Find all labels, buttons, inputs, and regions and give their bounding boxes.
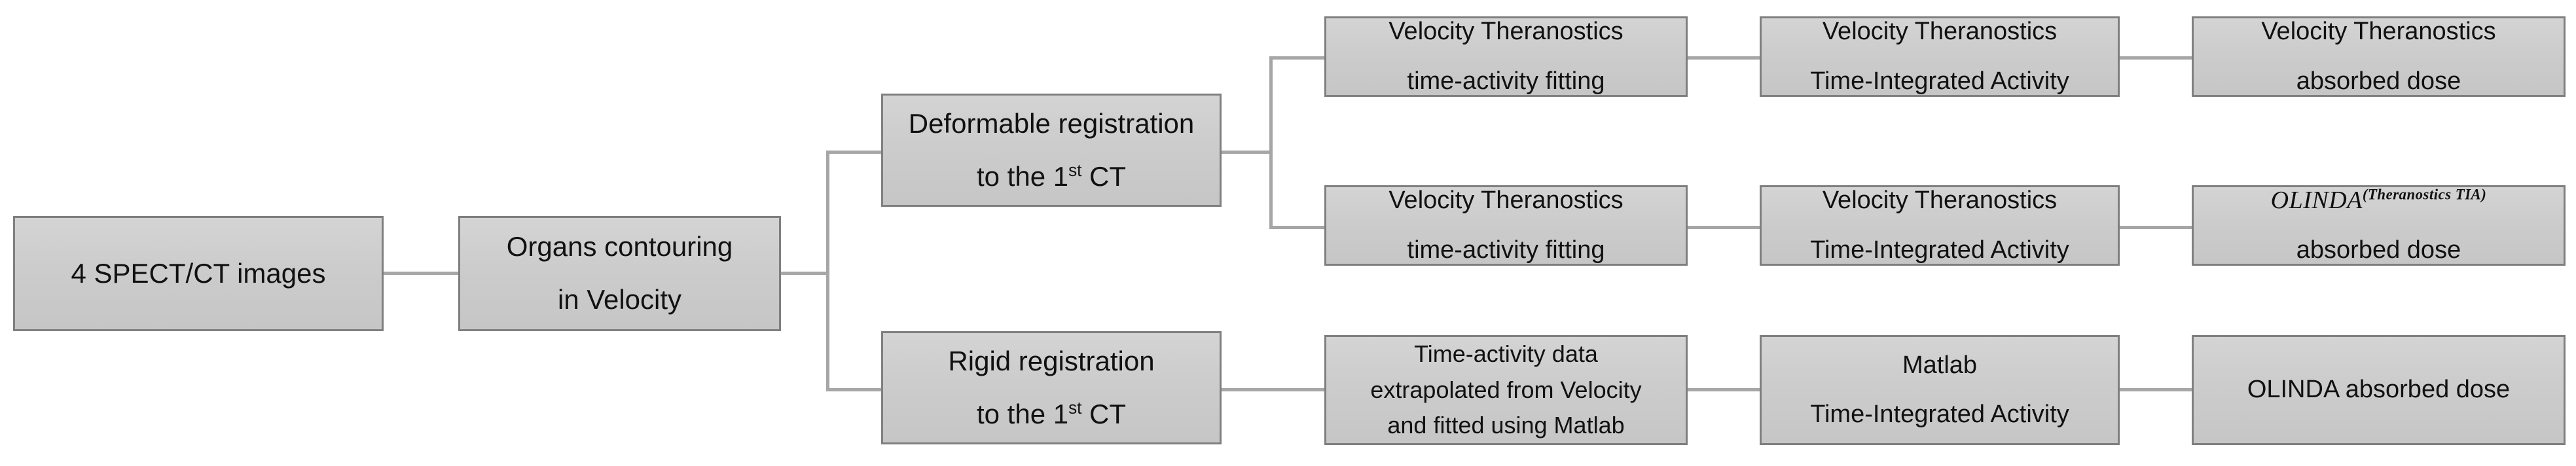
node-rigid-registration[interactable]: Rigid registration to the 1st CT <box>881 331 1222 444</box>
connector-split2-vertical <box>1269 56 1273 229</box>
theranostics-tia-superscript: (Theranostics TIA) <box>2362 186 2487 203</box>
node-line: Velocity Theranostics <box>1822 18 2058 46</box>
node-time-activity-data-matlab[interactable]: Time-activity data extrapolated from Vel… <box>1324 335 1688 445</box>
node-velocity-theranostics-tia-middle[interactable]: Velocity Theranostics Time-Integrated Ac… <box>1760 185 2120 266</box>
connector-split2-to-fitting-mid <box>1269 226 1324 229</box>
node-velocity-theranostics-fitting-top[interactable]: Velocity Theranostics time-activity fitt… <box>1324 16 1688 97</box>
node-line: OLINDA absorbed dose <box>2247 376 2511 404</box>
connector-split-to-deformable <box>826 151 881 154</box>
connector-split2-to-fitting-top <box>1269 56 1324 60</box>
connector-vtfitting-to-vttia-top <box>1688 56 1760 60</box>
node-matlab-time-integrated-activity[interactable]: Matlab Time-Integrated Activity <box>1760 335 2120 445</box>
node-line: Time-Integrated Activity <box>1810 236 2069 264</box>
ordinal-suffix: st <box>1068 397 1082 418</box>
connector-matlabtia-to-olindadose <box>2120 388 2192 391</box>
node-velocity-theranostics-absorbed-dose[interactable]: Velocity Theranostics absorbed dose <box>2192 16 2566 97</box>
node-line-superscript: to the 1st CT <box>976 397 1126 429</box>
node-line: absorbed dose <box>2296 67 2461 95</box>
node-line: Rigid registration <box>948 345 1155 376</box>
node-line: Deformable registration <box>908 107 1195 139</box>
connector-timeactivity-to-matlabtia <box>1688 388 1760 391</box>
node-line: Organs contouring <box>506 231 733 262</box>
connector-images-to-organs <box>384 272 460 275</box>
connector-rigid-to-timeactivity <box>1222 388 1325 391</box>
connector-split-vertical-registration <box>826 151 829 391</box>
node-velocity-theranostics-fitting-middle[interactable]: Velocity Theranostics time-activity fitt… <box>1324 185 1688 266</box>
node-line: Matlab <box>1902 351 1978 379</box>
node-organs-contouring[interactable]: Organs contouring in Velocity <box>458 216 781 331</box>
node-line: extrapolated from Velocity <box>1370 376 1642 403</box>
node-line: Time-Integrated Activity <box>1810 401 2069 428</box>
node-line: and fitted using Matlab <box>1387 412 1625 439</box>
connector-vttia-to-olindatia-mid <box>2120 226 2192 229</box>
node-line: Velocity Theranostics <box>2261 18 2496 46</box>
node-line-superscript: to the 1st CT <box>976 160 1126 192</box>
connector-vtfitting-to-vttia-mid <box>1688 226 1760 229</box>
node-line: Velocity Theranostics <box>1388 18 1624 46</box>
node-line: Velocity Theranostics <box>1822 187 2058 215</box>
node-olinda-theranostics-tia-absorbed-dose[interactable]: OLINDA(Theranostics TIA) absorbed dose <box>2192 185 2566 266</box>
node-line: Velocity Theranostics <box>1388 187 1624 215</box>
node-line: Time-activity data <box>1414 340 1598 367</box>
connector-split-to-rigid <box>826 388 881 391</box>
node-line: Time-Integrated Activity <box>1810 67 2069 95</box>
node-line-olinda-superscript: OLINDA(Theranostics TIA) <box>2270 186 2487 215</box>
node-line: time-activity fitting <box>1407 236 1605 264</box>
connector-deformable-to-split2 <box>1222 151 1271 154</box>
node-line: time-activity fitting <box>1407 67 1605 95</box>
node-deformable-registration[interactable]: Deformable registration to the 1st CT <box>881 94 1222 207</box>
connector-vttia-to-vtdose-top <box>2120 56 2192 60</box>
connector-organs-to-split <box>781 272 828 275</box>
node-olinda-absorbed-dose[interactable]: OLINDA absorbed dose <box>2192 335 2566 445</box>
node-4-spect-ct-images[interactable]: 4 SPECT/CT images <box>13 216 384 331</box>
node-line: 4 SPECT/CT images <box>71 257 326 289</box>
node-line: absorbed dose <box>2296 236 2461 264</box>
node-line: in Velocity <box>557 284 682 315</box>
ordinal-suffix: st <box>1068 160 1082 180</box>
node-velocity-theranostics-tia-top[interactable]: Velocity Theranostics Time-Integrated Ac… <box>1760 16 2120 97</box>
